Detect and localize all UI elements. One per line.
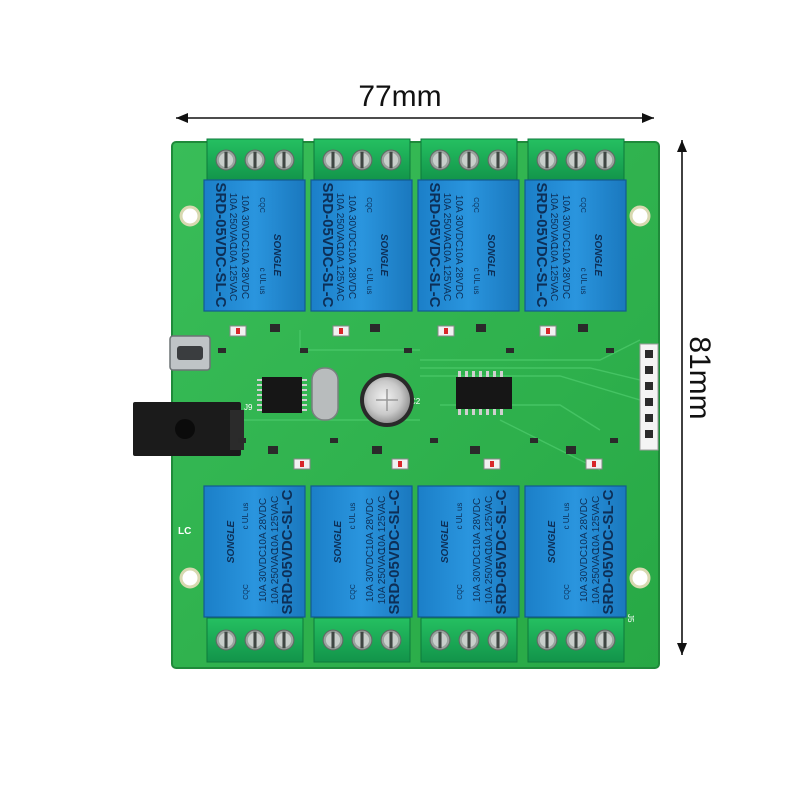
relay-ul: c UL us [241,503,250,530]
relay-rating-dc: 10A 30VDC [239,195,250,247]
width-label: 77mm [358,80,441,113]
relay-rating-dc2: 10A 28VDC [239,247,250,299]
relay-top-1: SRD-05VDC-SL-C 10A 250VAC 10A 30VDC 10A … [203,179,306,312]
relay-bottom-1: SRD-05VDC-SL-C 10A 250VAC 10A 30VDC 10A … [203,485,306,618]
relay-brand: SONGLE [485,234,496,277]
relay-top-2: SRD-05VDC-SL-C 10A 250VAC 10A 30VDC 10A … [310,179,413,312]
relay-cqc: CQC [472,197,479,213]
relay-cqc: CQC [258,197,265,213]
relay-rating-ac2: 10A 125VAC [377,496,388,553]
relay-rating-dc2: 10A 28VDC [560,247,571,299]
relay-rating-ac2: 10A 125VAC [591,496,602,553]
relay-ul: c UL us [455,503,464,530]
relay-bottom-2: SRD-05VDC-SL-C 10A 250VAC 10A 30VDC 10A … [310,485,413,618]
main-ic [257,377,307,413]
relay-rating-dc: 10A 30VDC [560,195,571,247]
relay-brand: SONGLE [440,521,451,564]
relay-rating-dc2: 10A 28VDC [365,498,376,550]
relay-model: SRD-05VDC-SL-C [212,182,229,307]
terminal-block-bottom-4 [527,617,625,663]
relay-rating-dc: 10A 30VDC [579,550,590,602]
cap-label: C2 [410,397,421,406]
relay-rating-dc: 10A 30VDC [472,550,483,602]
relay-rating-ac: 10A 250VAC [227,193,238,250]
relay-rating-dc: 10A 30VDC [453,195,464,247]
terminal-block-bottom-3 [420,617,518,663]
driver-ic [456,371,512,415]
dc-power-jack [133,402,244,456]
micro-usb-port [169,335,211,371]
relay-rating-dc2: 10A 28VDC [472,498,483,550]
relay-brand: SONGLE [271,234,282,277]
relay-board: LC J9 J5 C2 [133,138,660,669]
relay-rating-ac2: 10A 125VAC [270,496,281,553]
relay-ul: c UL us [348,503,357,530]
terminal-block-top-4 [527,138,625,182]
relay-rating-dc2: 10A 28VDC [258,498,269,550]
relay-rating-dc: 10A 30VDC [346,195,357,247]
relay-rating-dc: 10A 30VDC [365,550,376,602]
relay-cqc: CQC [243,584,250,600]
relay-bottom-4: SRD-05VDC-SL-C 10A 250VAC 10A 30VDC 10A … [524,485,627,618]
electrolytic-capacitor [360,373,414,427]
relay-rating-ac: 10A 250VAC [334,193,345,250]
relay-rating-ac: 10A 250VAC [377,548,388,605]
relay-model: SRD-05VDC-SL-C [533,182,550,307]
connector-label: J9 [244,403,253,412]
relay-ul: c UL us [365,268,374,295]
relay-brand: SONGLE [592,234,603,277]
relay-rating-ac2: 10A 125VAC [441,245,452,302]
relay-rating-dc2: 10A 28VDC [453,247,464,299]
relay-model: SRD-05VDC-SL-C [319,182,336,307]
relay-rating-ac: 10A 250VAC [270,548,281,605]
terminal-block-bottom-2 [313,617,411,663]
crystal-oscillator [311,367,339,421]
relay-model: SRD-05VDC-SL-C [493,489,510,614]
relay-model: SRD-05VDC-SL-C [279,489,296,614]
relay-brand: SONGLE [547,521,558,564]
mounting-holes [179,205,651,589]
relay-rating-ac2: 10A 125VAC [334,245,345,302]
relay-cqc: CQC [564,584,571,600]
relay-brand: SONGLE [333,521,344,564]
relay-ul: c UL us [472,268,481,295]
height-label: 81mm [683,336,716,419]
relay-rating-ac2: 10A 125VAC [484,496,495,553]
relay-cqc: CQC [579,197,586,213]
terminal-block-bottom-1 [206,617,304,663]
relay-rating-dc2: 10A 28VDC [579,498,590,550]
relay-rating-ac: 10A 250VAC [591,548,602,605]
relay-rating-ac: 10A 250VAC [484,548,495,605]
relay-rating-ac: 10A 250VAC [548,193,559,250]
relay-brand: SONGLE [226,521,237,564]
relay-rating-ac2: 10A 125VAC [548,245,559,302]
relay-model: SRD-05VDC-SL-C [426,182,443,307]
relay-cqc: CQC [350,584,357,600]
relay-model: SRD-05VDC-SL-C [600,489,617,614]
relay-rating-ac2: 10A 125VAC [227,245,238,302]
relay-ul: c UL us [258,268,267,295]
relay-top-4: SRD-05VDC-SL-C 10A 250VAC 10A 30VDC 10A … [524,179,627,312]
relay-rating-dc2: 10A 28VDC [346,247,357,299]
width-dimension: 77mm [176,80,654,123]
pin-header [639,343,659,451]
relay-rating-ac: 10A 250VAC [441,193,452,250]
relay-ul: c UL us [579,268,588,295]
board-marking: LC [178,526,191,537]
terminal-block-top-2 [313,138,411,182]
height-dimension: 81mm [677,140,716,655]
relay-ul: c UL us [562,503,571,530]
relay-model: SRD-05VDC-SL-C [386,489,403,614]
header-label: J5 [626,614,635,623]
terminal-block-top-3 [420,138,518,182]
relay-bottom-3: SRD-05VDC-SL-C 10A 250VAC 10A 30VDC 10A … [417,485,520,618]
relay-rating-dc: 10A 30VDC [258,550,269,602]
smd-components [218,324,618,470]
relay-cqc: CQC [457,584,464,600]
relay-cqc: CQC [365,197,372,213]
relay-brand: SONGLE [378,234,389,277]
terminal-block-top-1 [206,138,304,182]
relay-top-3: SRD-05VDC-SL-C 10A 250VAC 10A 30VDC 10A … [417,179,520,312]
